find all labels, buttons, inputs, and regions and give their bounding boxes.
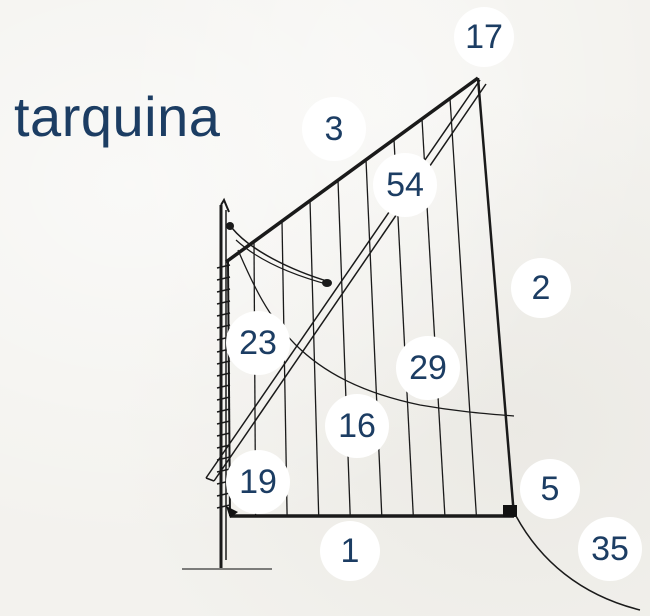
- svg-text:23: 23: [239, 324, 277, 362]
- sheet-curve: [515, 515, 641, 611]
- page-title: tarquina: [14, 85, 221, 148]
- sheet-lines: [226, 222, 515, 417]
- callout-2: 2: [511, 258, 571, 318]
- svg-text:1: 1: [341, 532, 360, 570]
- mast-hoop: [216, 384, 231, 389]
- callout-5: 5: [520, 459, 580, 519]
- sail-seams: [253, 98, 478, 517]
- svg-text:54: 54: [386, 166, 424, 204]
- callout-16: 16: [325, 394, 389, 458]
- svg-text:29: 29: [409, 349, 447, 387]
- svg-text:35: 35: [591, 530, 629, 568]
- mast-hoop: [216, 504, 231, 509]
- mast-hoop: [216, 492, 231, 497]
- svg-text:19: 19: [239, 463, 277, 501]
- svg-text:2: 2: [532, 269, 551, 307]
- mast-hoop: [216, 420, 231, 425]
- sail-seam: [281, 221, 288, 517]
- sprit: [205, 79, 487, 482]
- callout-35: 35: [578, 517, 642, 581]
- callout-1: 1: [320, 521, 380, 581]
- svg-text:17: 17: [465, 18, 503, 56]
- mast: [219, 197, 230, 568]
- tack-block: [226, 506, 238, 518]
- leech: [476, 77, 516, 517]
- callout-17: 17: [454, 7, 514, 67]
- callout-23: 23: [226, 311, 290, 375]
- callout-group: 17 3 54 2 23 29 16 19: [226, 7, 642, 581]
- sail-seam: [365, 159, 383, 517]
- mast-hoop: [216, 408, 231, 413]
- sail-seam: [309, 200, 320, 517]
- svg-text:3: 3: [325, 110, 344, 148]
- callout-54: 54: [373, 153, 437, 217]
- callout-19: 19: [226, 450, 290, 514]
- mast-hoop: [216, 396, 231, 401]
- mast-hoop: [216, 468, 231, 473]
- mast-hoop: [216, 432, 231, 437]
- gaff-edge: [224, 76, 480, 264]
- sail-seam: [337, 180, 351, 517]
- clew-block: [503, 505, 517, 517]
- mast-hoop: [216, 372, 231, 377]
- sail-seam: [449, 98, 478, 517]
- svg-text:16: 16: [338, 407, 376, 445]
- sail-outline: [224, 76, 516, 518]
- svg-text:5: 5: [541, 470, 560, 508]
- callout-3: 3: [302, 97, 366, 161]
- callout-29: 29: [396, 336, 460, 400]
